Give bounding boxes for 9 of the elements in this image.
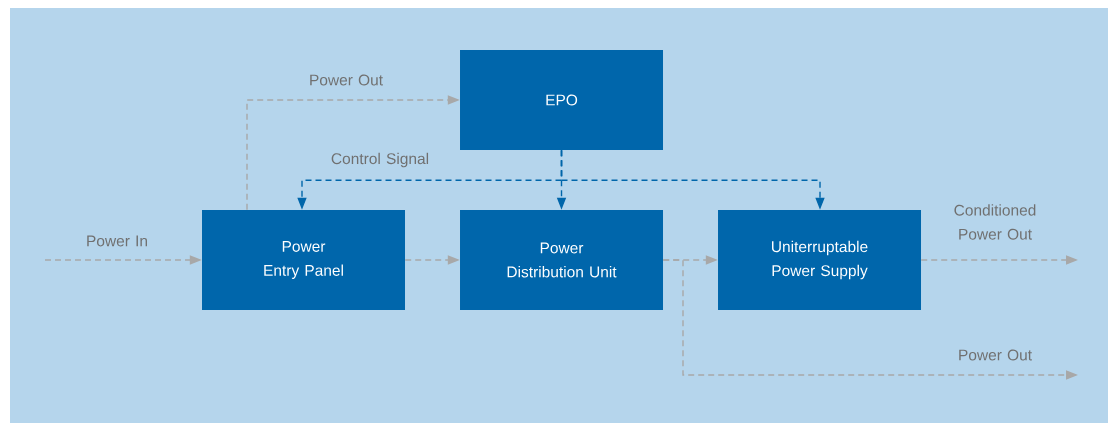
process-box: Uniterruptable Power Supply	[718, 210, 921, 310]
process-box: Power Entry Panel	[202, 210, 405, 310]
edge-label: Conditioned Power Out	[954, 204, 1036, 240]
process-box: EPO	[460, 50, 663, 150]
process-box: Power Distribution Unit	[460, 210, 663, 310]
edge-label: Control Signal	[331, 152, 429, 168]
edge-label: Power Out	[959, 349, 1032, 361]
edge-label: Power Out	[310, 74, 383, 86]
edge-label: Power In	[87, 235, 147, 247]
